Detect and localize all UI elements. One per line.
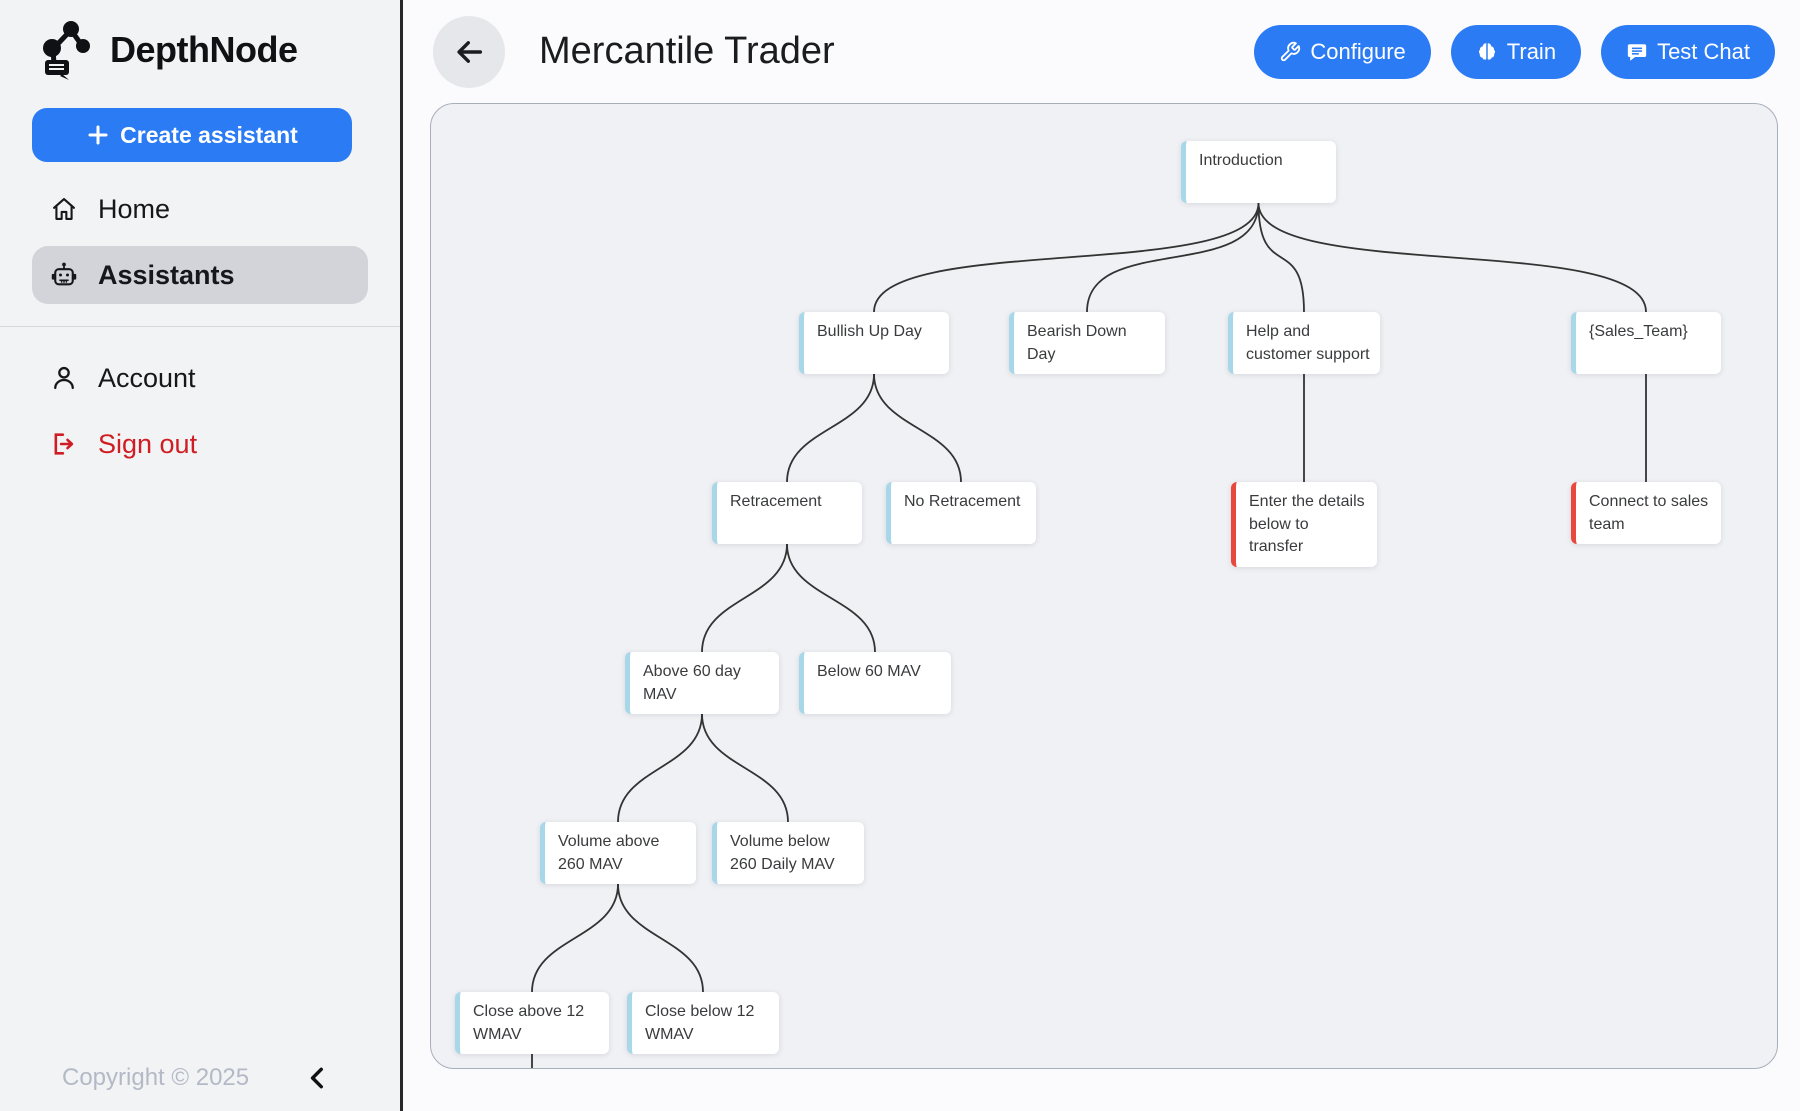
sidebar-divider [0, 326, 400, 327]
configure-button[interactable]: Configure [1254, 24, 1431, 79]
logo: DepthNode [38, 18, 400, 82]
train-label: Train [1506, 38, 1557, 64]
sidebar-item-signout[interactable]: Sign out [32, 415, 368, 473]
tree-edge [1257, 202, 1647, 313]
chat-icon [1627, 43, 1647, 61]
robot-icon [51, 262, 77, 286]
tree-node[interactable]: Above 60 day MAV [625, 652, 779, 715]
depthnode-logo-icon [43, 21, 90, 80]
tree-node[interactable]: Introduction [1181, 141, 1336, 203]
node-label: Introduction [1199, 152, 1283, 169]
tree-edges [531, 202, 1647, 1068]
tree-node[interactable]: Bearish Down Day [1009, 312, 1165, 375]
sidebar-item-label: Account [98, 362, 196, 393]
node-label: Below 60 MAV [817, 663, 921, 680]
main-header: Mercantile Trader Configure Train [403, 0, 1800, 103]
node-label: Bearish Down Day [1027, 323, 1127, 363]
node-label: Connect to sales team [1589, 493, 1709, 533]
sidebar-item-home[interactable]: Home [32, 180, 368, 238]
wrench-icon [1281, 41, 1301, 61]
tree-node[interactable]: Bullish Up Day [799, 312, 949, 374]
back-button[interactable] [433, 15, 505, 88]
node-label: Close below 12 WMAV [645, 1003, 755, 1043]
tree-node[interactable]: Volume below 260 Daily MAV [712, 822, 864, 885]
user-icon [54, 366, 74, 390]
sidebar-item-label: Home [98, 193, 171, 224]
sidebar-item-assistants[interactable]: Assistants [32, 246, 368, 304]
sign-out-icon [54, 433, 74, 455]
node-label: Volume above 260 MAV [558, 833, 660, 873]
tree-node[interactable]: Below 60 MAV [799, 652, 951, 714]
main-area: Mercantile Trader Configure Train [403, 0, 1800, 1111]
node-label: {Sales_Team} [1589, 323, 1688, 340]
tree-edge [701, 543, 788, 653]
node-label: Help and customer support [1246, 323, 1370, 363]
sidebar-nav: Home Assistants [0, 180, 400, 473]
tree-edge [701, 713, 789, 823]
flow-canvas[interactable]: Introduction Bullish Up Day Bearish Down… [430, 103, 1778, 1069]
tree-edge [531, 883, 619, 993]
brain-icon [1478, 42, 1495, 60]
arrow-left-icon [457, 40, 483, 63]
node-label: Volume below 260 Daily MAV [730, 833, 835, 873]
tree-node[interactable]: No Retracement [886, 482, 1036, 544]
tree-node[interactable]: {Sales_Team} [1571, 312, 1721, 374]
tree-edge [873, 202, 1260, 313]
tree-node[interactable]: Enter the details below to transfer [1231, 482, 1377, 568]
tree-node[interactable]: Volume above 260 MAV [540, 822, 696, 885]
node-label: Above 60 day MAV [643, 663, 741, 703]
tree-node[interactable]: Close above 12 WMAV [455, 992, 609, 1055]
tree-edge [617, 883, 704, 993]
copyright-text: Copyright © 2025 [62, 1064, 250, 1091]
tree-edge [873, 373, 962, 483]
test-chat-label: Test Chat [1657, 38, 1750, 64]
test-chat-button[interactable]: Test Chat [1601, 24, 1775, 79]
configure-label: Configure [1310, 38, 1406, 64]
sidebar-item-account[interactable]: Account [32, 349, 368, 407]
create-assistant-button[interactable]: Create assistant [32, 108, 352, 162]
tree-node[interactable]: Close below 12 WMAV [627, 992, 779, 1055]
sidebar-item-label: Sign out [98, 428, 198, 459]
node-label: Enter the details below to transfer [1249, 493, 1365, 556]
header-actions: Configure Train Test C [1254, 24, 1775, 79]
node-label: No Retracement [904, 493, 1021, 510]
node-label: Bullish Up Day [817, 323, 922, 340]
tree-node[interactable]: Help and customer support [1228, 312, 1380, 375]
train-button[interactable]: Train [1450, 24, 1582, 79]
node-label: Retracement [730, 493, 822, 510]
tree-node[interactable]: Connect to sales team [1571, 482, 1721, 545]
tree-edge [786, 543, 876, 653]
plus-icon [88, 125, 108, 145]
sidebar-footer: Copyright © 2025 [0, 1063, 400, 1093]
brand-name: DepthNode [110, 29, 298, 70]
sidebar-item-label: Assistants [98, 259, 235, 290]
chevron-left-icon [310, 1067, 324, 1089]
tree-edge [786, 373, 875, 483]
collapse-sidebar-button[interactable] [305, 1063, 331, 1093]
tree-edge [617, 713, 703, 823]
sidebar: DepthNode Create assistant Home [0, 0, 403, 1111]
tree-node[interactable]: Retracement [712, 482, 862, 544]
node-label: Close above 12 WMAV [473, 1003, 585, 1043]
page-title: Mercantile Trader [539, 30, 835, 72]
home-icon [53, 198, 75, 220]
tree-edge [1257, 202, 1305, 313]
create-assistant-label: Create assistant [120, 121, 298, 148]
tree-edge [1086, 202, 1260, 313]
